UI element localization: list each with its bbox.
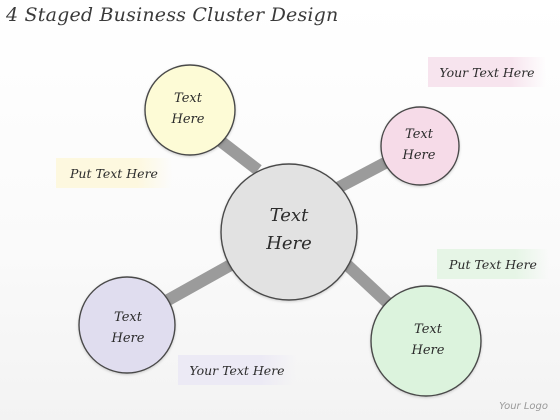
node-top-right-text: Text Here (402, 127, 436, 163)
node-top-right-circle (380, 106, 460, 186)
node-top-left-circle (144, 64, 236, 156)
node-bottom-left-circle (78, 276, 176, 374)
label-right: Put Text Here (437, 249, 549, 279)
center-text: Text Here (266, 205, 312, 254)
connector-bottom-right (339, 257, 395, 310)
label-left: Put Text Here (56, 158, 172, 188)
center-circle (220, 163, 358, 301)
node-top-left-text: Text Here (171, 91, 205, 127)
node-bottom-left-text: Text Here (111, 310, 145, 346)
connector-bottom-left (165, 256, 239, 306)
label-top-right: Your Text Here (428, 57, 546, 87)
node-bottom-right-circle (370, 285, 482, 397)
label-bottom: Your Text Here (178, 355, 296, 385)
logo-text: Your Logo (499, 401, 548, 412)
page-title: 4 Staged Business Cluster Design (6, 4, 339, 26)
node-bottom-right-text: Text Here (411, 322, 445, 358)
